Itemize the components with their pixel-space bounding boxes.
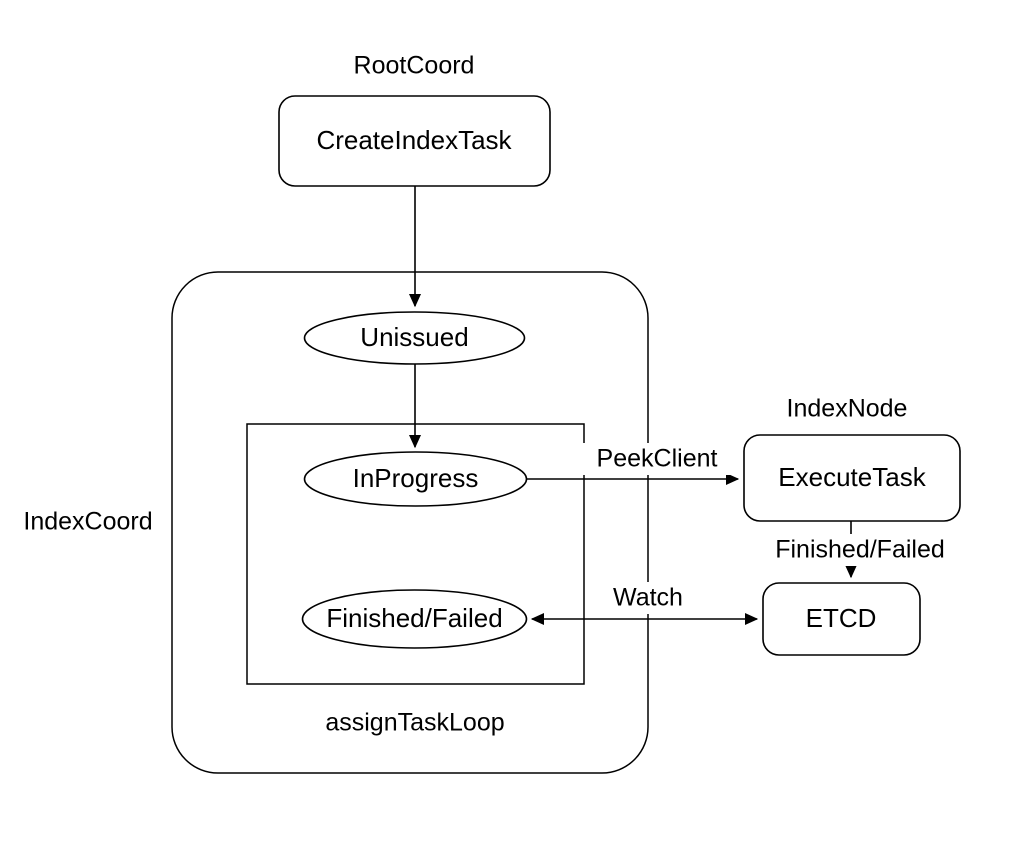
node-create-index-task[interactable]: [278, 95, 551, 187]
edge-label-finished-failed-backing: [755, 534, 967, 566]
edge-label-watch-backing: [603, 582, 695, 614]
node-finished-failed-state[interactable]: [301, 589, 528, 649]
node-unissued-label: Unissued: [360, 322, 468, 352]
node-finished-failed-state-label: Finished/Failed: [326, 603, 502, 633]
node-inprogress[interactable]: [303, 451, 528, 507]
group-label-assigntaskloop: assignTaskLoop: [325, 709, 504, 737]
edge-label-watch: Watch: [613, 584, 683, 612]
node-create-index-task-label: CreateIndexTask: [316, 125, 512, 155]
node-execute-task[interactable]: [743, 434, 961, 522]
group-label-rootcoord: RootCoord: [354, 52, 475, 80]
node-unissued[interactable]: [303, 311, 526, 365]
edge-label-peekclient: PeekClient: [597, 445, 718, 473]
node-etcd-label: ETCD: [806, 603, 877, 633]
node-execute-task-label: ExecuteTask: [778, 462, 926, 492]
node-inprogress-label: InProgress: [353, 463, 479, 493]
group-indexcoord-boundary: [171, 271, 649, 774]
group-label-indexnode: IndexNode: [787, 395, 908, 423]
edge-label-peekclient-backing: [582, 443, 732, 475]
group-label-indexcoord: IndexCoord: [23, 508, 152, 536]
node-etcd[interactable]: [762, 582, 921, 656]
edge-label-finished-failed: Finished/Failed: [775, 536, 945, 564]
